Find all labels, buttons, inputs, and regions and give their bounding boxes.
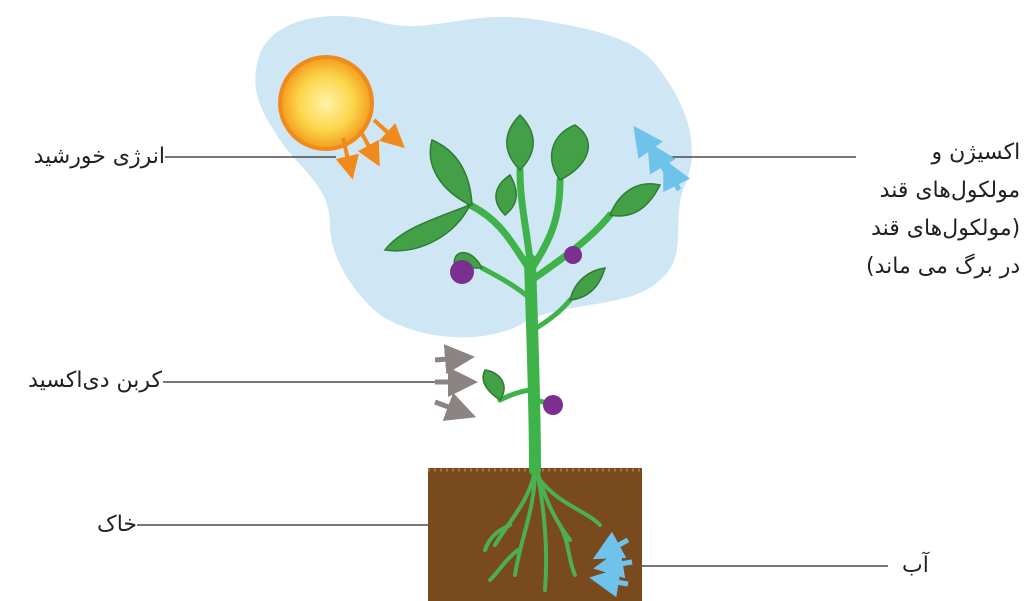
soil-label: خاک: [97, 506, 137, 544]
water-label: آب: [902, 547, 929, 585]
oxygen-label-line-2: مولکول‌های قند: [866, 172, 1020, 210]
sun-energy-label: انرژی خورشید: [34, 138, 165, 176]
co2-arrows-icon: [435, 358, 463, 412]
oxygen-label-line-4: در برگ می ماند): [866, 248, 1020, 286]
oxygen-label-line-1: اکسیژن و: [866, 134, 1020, 172]
carbon-dioxide-label: کربن دی‌اکسید: [28, 362, 162, 400]
oxygen-label-line-3: (مولکول‌های قند: [866, 210, 1020, 248]
oxygen-sugar-label: اکسیژن و مولکول‌های قند (مولکول‌های قند …: [866, 134, 1020, 286]
